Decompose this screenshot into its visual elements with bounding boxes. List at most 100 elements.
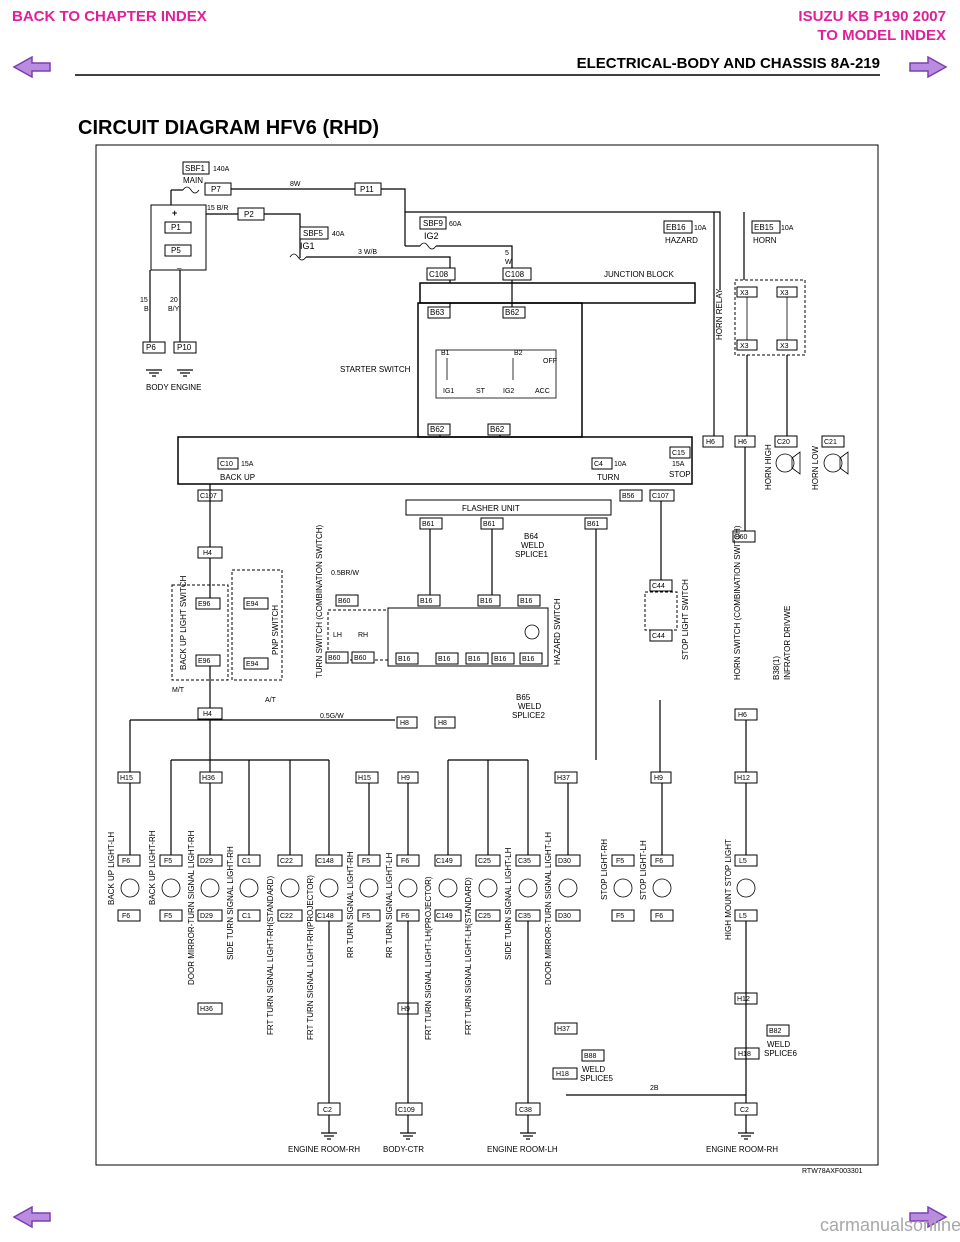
svg-text:C107: C107 <box>200 493 217 500</box>
svg-text:FRT TURN SIGNAL LIGHT-RH(STAND: FRT TURN SIGNAL LIGHT-RH(STANDARD) <box>266 876 275 1035</box>
svg-text:B60: B60 <box>354 655 367 662</box>
lamp-row: F6 F6 F5 F5 D29 D29 C1 C1 C22 C22 C148 C… <box>117 854 758 922</box>
svg-text:B62: B62 <box>505 308 520 317</box>
svg-text:B2: B2 <box>514 350 523 357</box>
svg-text:H36: H36 <box>200 1006 213 1013</box>
svg-text:SBF5: SBF5 <box>303 229 324 238</box>
page-title: CIRCUIT DIAGRAM HFV6 (RHD) <box>78 117 379 139</box>
svg-text:HAZARD: HAZARD <box>665 236 698 245</box>
svg-text:TURN: TURN <box>597 473 619 482</box>
svg-text:2B: 2B <box>650 1085 659 1092</box>
svg-text:ENGINE ROOM-LH: ENGINE ROOM-LH <box>487 1145 558 1154</box>
svg-text:HAZARD SWITCH: HAZARD SWITCH <box>553 598 562 665</box>
svg-text:RR TURN SIGNAL LIGHT-LH: RR TURN SIGNAL LIGHT-LH <box>385 852 394 958</box>
svg-text:C2: C2 <box>323 1107 332 1114</box>
svg-text:C108: C108 <box>429 270 449 279</box>
lamp-icon <box>398 878 418 898</box>
fuse-icon <box>289 253 307 261</box>
svg-text:RTW78AXF003301: RTW78AXF003301 <box>802 1168 863 1175</box>
svg-text:10A: 10A <box>614 461 627 468</box>
svg-text:40A: 40A <box>332 231 345 238</box>
svg-text:C20: C20 <box>777 439 790 446</box>
lamp-icon <box>161 878 181 898</box>
svg-text:H6: H6 <box>738 712 747 719</box>
svg-text:H4: H4 <box>203 711 212 718</box>
svg-text:B16: B16 <box>468 656 481 663</box>
svg-text:15A: 15A <box>672 461 685 468</box>
svg-text:8W: 8W <box>290 181 301 188</box>
svg-text:ST: ST <box>476 388 486 395</box>
model-link-line1[interactable]: ISUZU KB P190 2007 <box>798 8 946 25</box>
svg-text:STARTER SWITCH: STARTER SWITCH <box>340 365 411 374</box>
svg-text:SIDE TURN SIGNAL LIGHT-RH: SIDE TURN SIGNAL LIGHT-RH <box>226 846 235 960</box>
svg-text:C109: C109 <box>398 1107 415 1114</box>
svg-text:FRT TURN SIGNAL LIGHT-RH(PROJE: FRT TURN SIGNAL LIGHT-RH(PROJECTOR) <box>306 875 315 1040</box>
fuse-icon <box>419 242 437 250</box>
svg-text:E96: E96 <box>198 601 211 608</box>
next-page-arrow-icon[interactable] <box>908 1206 948 1228</box>
svg-text:C108: C108 <box>505 270 525 279</box>
horn-icon <box>775 451 801 475</box>
svg-text:X3: X3 <box>780 343 789 350</box>
lamp-icon <box>280 878 300 898</box>
ground-icon <box>177 369 193 377</box>
svg-text:BACK UP: BACK UP <box>220 473 255 482</box>
svg-text:H8: H8 <box>438 720 447 727</box>
svg-text:ACC: ACC <box>535 388 550 395</box>
ground-icon <box>146 369 162 377</box>
prev-page-arrow-icon[interactable] <box>12 56 52 78</box>
svg-text:3 W/B: 3 W/B <box>358 249 377 256</box>
svg-text:15: 15 <box>140 297 148 304</box>
prev-page-arrow-icon[interactable] <box>12 1206 52 1228</box>
svg-text:H12: H12 <box>737 996 750 1003</box>
battery-icon <box>150 204 207 271</box>
svg-text:C15: C15 <box>672 450 685 457</box>
svg-text:B16: B16 <box>438 656 451 663</box>
section-title: ELECTRICAL-BODY AND CHASSIS 8A-219 <box>577 55 880 72</box>
svg-text:JUNCTION BLOCK: JUNCTION BLOCK <box>604 270 674 279</box>
back-to-chapter-link[interactable]: BACK TO CHAPTER INDEX <box>12 8 207 25</box>
svg-text:RR TURN SIGNAL LIGHT-RH: RR TURN SIGNAL LIGHT-RH <box>346 851 355 958</box>
svg-text:F6: F6 <box>655 913 663 920</box>
svg-text:BACK UP LIGHT SWITCH: BACK UP LIGHT SWITCH <box>179 575 188 670</box>
svg-text:H18: H18 <box>738 1051 751 1058</box>
lamp-icon <box>736 878 756 898</box>
svg-text:E96: E96 <box>198 658 211 665</box>
svg-text:X3: X3 <box>780 290 789 297</box>
svg-text:0.5BR/W: 0.5BR/W <box>331 570 359 577</box>
svg-text:C22: C22 <box>280 858 293 865</box>
svg-text:F5: F5 <box>362 913 370 920</box>
svg-text:F5: F5 <box>164 858 172 865</box>
to-model-index-link[interactable]: TO MODEL INDEX <box>817 27 946 44</box>
svg-text:F6: F6 <box>122 913 130 920</box>
svg-text:B60: B60 <box>735 534 748 541</box>
svg-text:P7: P7 <box>211 185 221 194</box>
svg-text:+: + <box>172 208 177 218</box>
svg-text:P6: P6 <box>146 343 156 352</box>
svg-text:B65: B65 <box>516 693 531 702</box>
svg-text:C148: C148 <box>317 913 334 920</box>
svg-text:H15: H15 <box>358 775 371 782</box>
lamp-icon <box>438 878 458 898</box>
svg-text:F6: F6 <box>401 858 409 865</box>
svg-text:B60: B60 <box>328 655 341 662</box>
svg-text:F5: F5 <box>616 913 624 920</box>
next-page-arrow-icon[interactable] <box>908 56 948 78</box>
svg-text:C35: C35 <box>518 913 531 920</box>
svg-text:C44: C44 <box>652 633 665 640</box>
svg-text:P2: P2 <box>244 210 254 219</box>
svg-text:FRT TURN SIGNAL LIGHT-LH(PROJE: FRT TURN SIGNAL LIGHT-LH(PROJECTOR) <box>424 876 433 1040</box>
svg-text:C22: C22 <box>280 913 293 920</box>
svg-text:20: 20 <box>170 297 178 304</box>
svg-text:H9: H9 <box>654 775 663 782</box>
svg-text:C1: C1 <box>242 913 251 920</box>
svg-text:P1: P1 <box>171 223 181 232</box>
svg-text:D30: D30 <box>558 913 571 920</box>
svg-text:STOP LIGHT-RH: STOP LIGHT-RH <box>600 839 609 900</box>
svg-text:B/Y: B/Y <box>168 306 180 313</box>
svg-text:B60: B60 <box>338 598 351 605</box>
svg-text:MAIN: MAIN <box>183 176 203 185</box>
svg-text:FRT TURN SIGNAL LIGHT-LH(STAND: FRT TURN SIGNAL LIGHT-LH(STANDARD) <box>464 877 473 1035</box>
svg-text:H9: H9 <box>401 1006 410 1013</box>
